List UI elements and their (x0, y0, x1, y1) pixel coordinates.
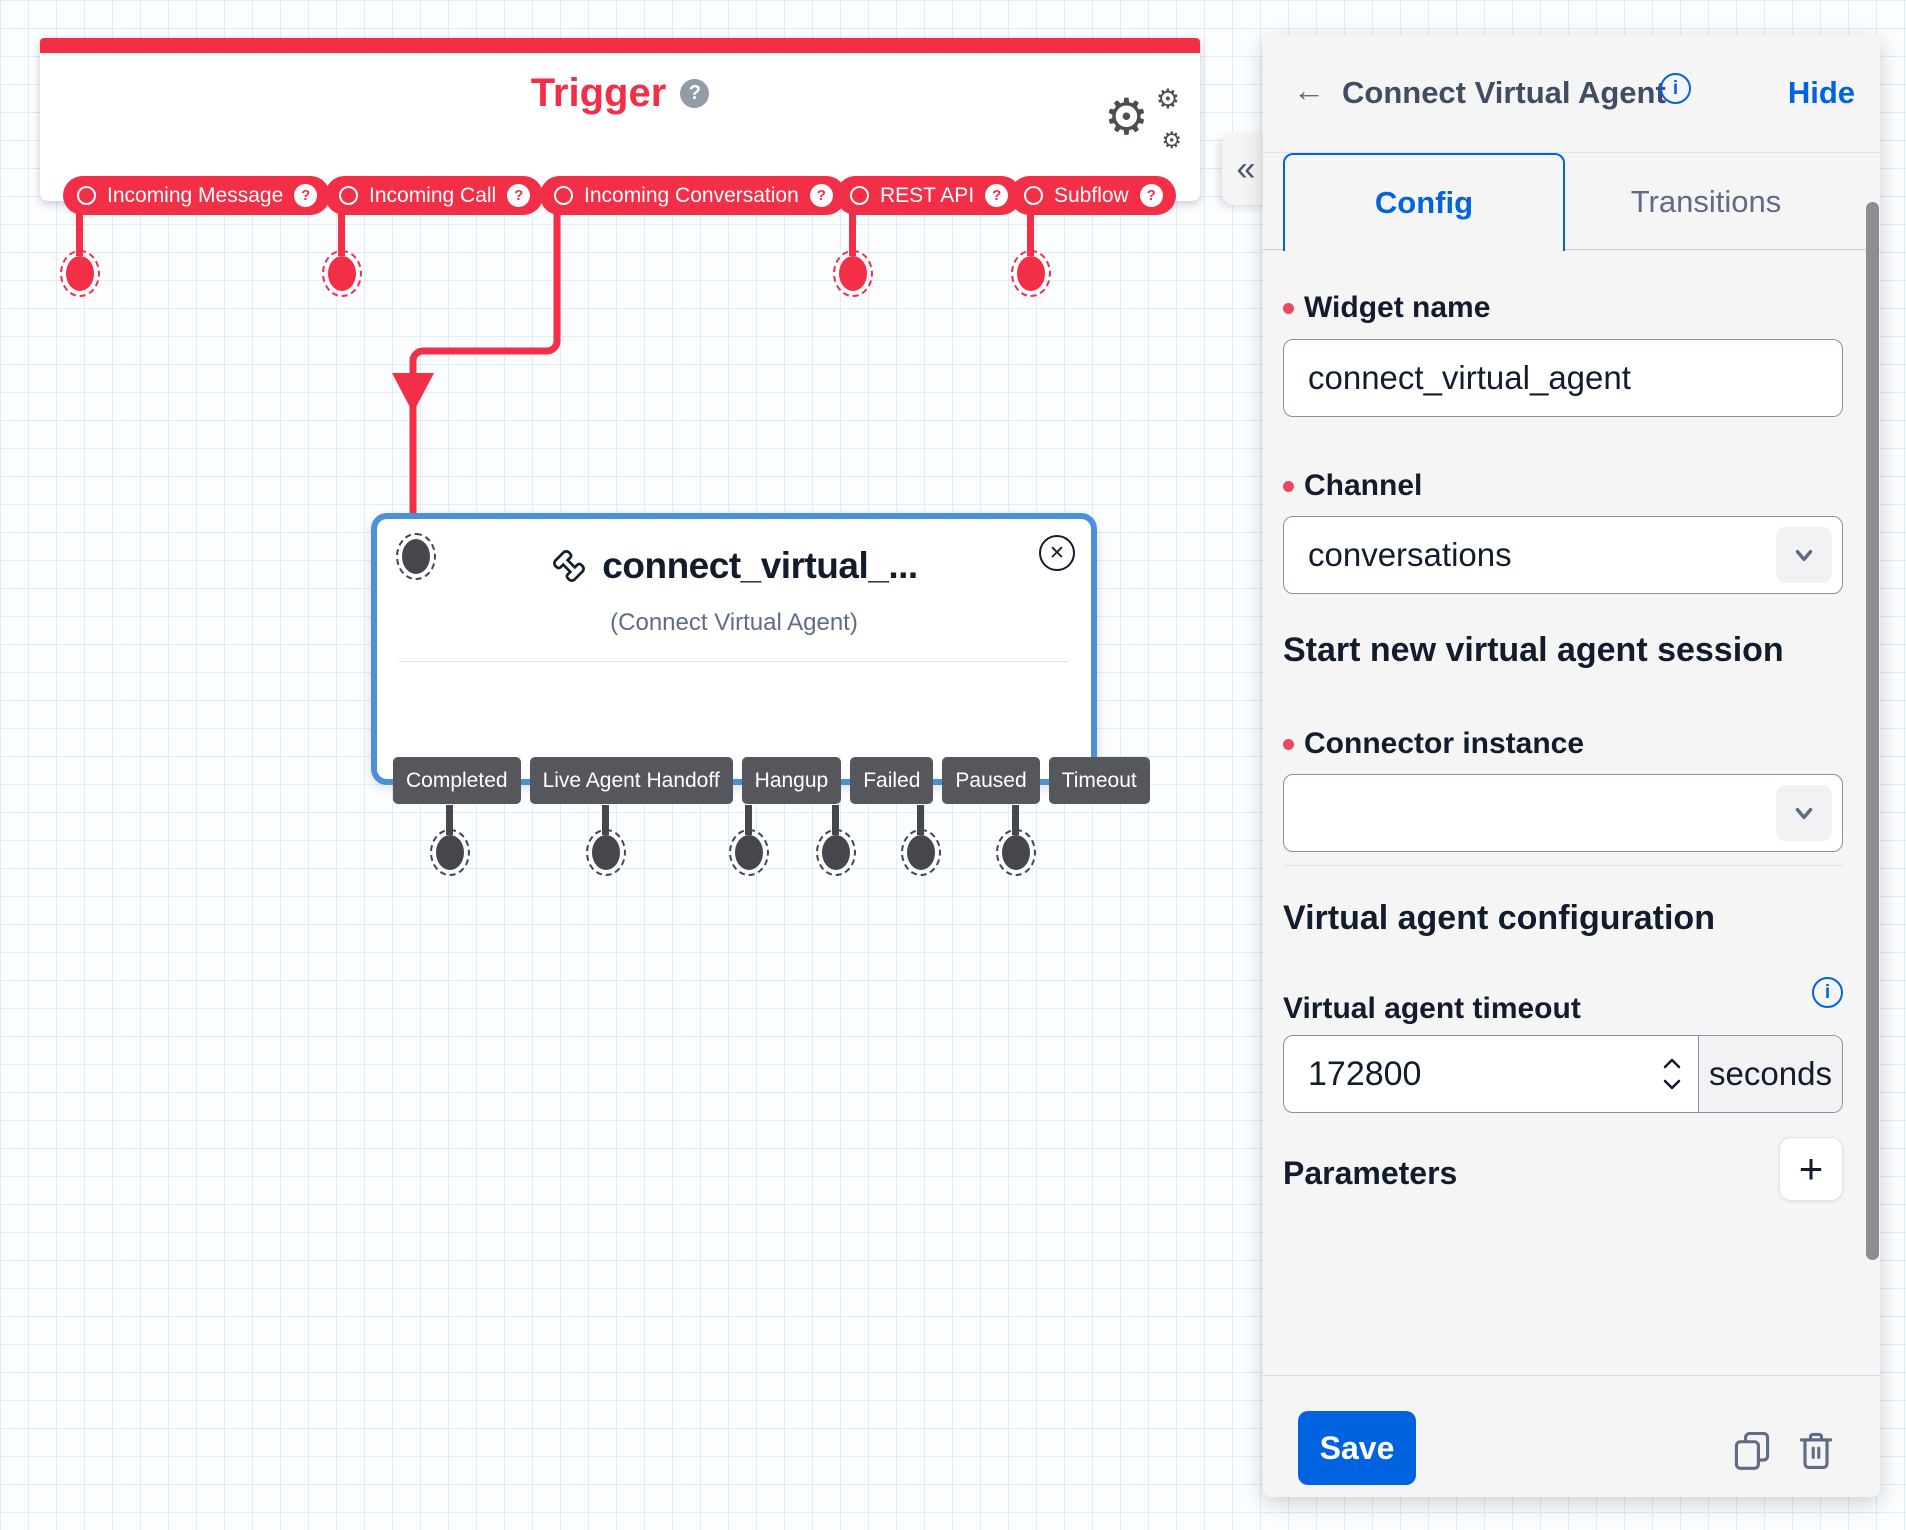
transition-tab-completed[interactable]: Completed (393, 757, 521, 804)
channel-select[interactable]: conversations (1283, 516, 1843, 594)
transition-connector-dot[interactable] (816, 829, 856, 876)
trigger-connector-dot[interactable] (833, 250, 873, 297)
va-config-heading: Virtual agent configuration (1283, 899, 1715, 937)
number-stepper (1662, 1057, 1698, 1091)
tab-transitions[interactable]: Transitions (1630, 183, 1782, 219)
add-parameter-button[interactable]: + (1779, 1137, 1843, 1201)
pill-label: Incoming Conversation (584, 183, 799, 207)
node-subtitle: (Connect Virtual Agent) (610, 609, 858, 636)
connector-instance-select[interactable] (1283, 774, 1843, 852)
copy-icon[interactable] (1730, 1427, 1774, 1473)
delete-icon[interactable] (1794, 1427, 1838, 1473)
trigger-pill-incoming-call[interactable]: Incoming Call ? (325, 176, 544, 215)
chevron-down-icon[interactable] (1776, 785, 1832, 841)
transition-stem (832, 805, 839, 835)
pill-label: Incoming Call (369, 183, 497, 207)
widget-name-label: Widget name (1283, 291, 1490, 325)
trigger-connector-dot[interactable] (322, 250, 362, 297)
config-panel: ← Connect Virtual Agent i Hide Config Tr… (1263, 35, 1880, 1497)
chevron-down-icon[interactable] (1776, 527, 1832, 583)
widget-name-field-wrap (1283, 339, 1843, 417)
required-dot (1283, 738, 1294, 750)
pill-ring-icon (1024, 186, 1043, 205)
trigger-pill-incoming-message[interactable]: Incoming Message ? (63, 176, 331, 215)
transition-stem (602, 805, 609, 835)
help-icon[interactable]: ? (507, 184, 531, 207)
info-icon[interactable]: i (1660, 73, 1691, 104)
tab-config[interactable]: Config (1283, 153, 1565, 251)
transition-stem (917, 805, 924, 835)
trigger-pill-rest-api[interactable]: REST API ? (836, 176, 1022, 215)
required-dot (1283, 480, 1294, 492)
transition-stem (1012, 805, 1019, 835)
transition-tab-paused[interactable]: Paused (942, 757, 1040, 804)
close-icon[interactable]: ✕ (1039, 535, 1075, 571)
trigger-title: Trigger (530, 71, 667, 115)
info-icon[interactable]: i (1812, 977, 1843, 1008)
connector-instance-label: Connector instance (1283, 727, 1584, 761)
transition-connector-dot[interactable] (586, 829, 626, 876)
node-input-dot[interactable] (396, 533, 436, 580)
pill-label: Incoming Message (107, 183, 284, 207)
transition-tab-hangup[interactable]: Hangup (741, 757, 842, 804)
channel-value: conversations (1308, 536, 1512, 573)
transition-tab-failed[interactable]: Failed (850, 757, 934, 804)
trigger-help-icon[interactable]: ? (680, 79, 710, 108)
trigger-connector-dot[interactable] (1011, 250, 1051, 297)
back-arrow-icon[interactable]: ← (1293, 72, 1325, 108)
channel-label: Channel (1283, 469, 1422, 503)
panel-header: ← Connect Virtual Agent i Hide (1263, 35, 1880, 153)
hide-button[interactable]: Hide (1787, 75, 1855, 110)
timeout-input[interactable] (1284, 1054, 1662, 1094)
node-divider (399, 661, 1069, 662)
transition-connector-dot[interactable] (430, 829, 470, 876)
pill-ring-icon (850, 186, 869, 205)
pill-label: Subflow (1054, 183, 1129, 207)
help-icon[interactable]: ? (985, 184, 1009, 207)
parameters-label: Parameters (1283, 1155, 1458, 1191)
required-dot (1283, 302, 1294, 314)
transition-connector-dot[interactable] (901, 829, 941, 876)
phone-icon (553, 550, 586, 582)
connect-virtual-agent-node[interactable]: ✕ connect_virtual_... (Connect Virtual A… (371, 513, 1150, 804)
transition-connector-dot[interactable] (996, 829, 1036, 876)
trigger-connector-dot[interactable] (60, 250, 100, 297)
session-heading: Start new virtual agent session (1283, 631, 1784, 669)
stepper-up-icon[interactable] (1662, 1057, 1682, 1069)
panel-collapse-button[interactable]: « (1222, 133, 1270, 205)
panel-tabstrip: Config Transitions (1263, 153, 1880, 251)
trigger-widget[interactable]: Trigger ? ⚙⚙⚙ Incoming Message ? Incomin… (40, 38, 1200, 215)
node-title: connect_virtual_... (602, 545, 918, 586)
timeout-unit: seconds (1698, 1036, 1842, 1112)
help-icon[interactable]: ? (809, 184, 833, 207)
transition-stem (446, 805, 453, 835)
help-icon[interactable]: ? (1139, 184, 1163, 207)
pill-ring-icon (77, 186, 96, 205)
pill-ring-icon (339, 186, 358, 205)
transition-tab-live-agent-handoff[interactable]: Live Agent Handoff (529, 757, 733, 804)
stepper-down-icon[interactable] (1662, 1079, 1682, 1091)
gear-icon[interactable]: ⚙⚙⚙ (1104, 84, 1182, 153)
section-divider (1283, 865, 1843, 866)
panel-title: Connect Virtual Agent (1342, 75, 1666, 110)
pill-label: REST API (880, 183, 975, 207)
transition-connector-dot[interactable] (729, 829, 769, 876)
timeout-label: Virtual agent timeout (1283, 992, 1581, 1025)
help-icon[interactable]: ? (294, 184, 318, 207)
pill-ring-icon (554, 186, 573, 205)
transition-tab-timeout[interactable]: Timeout (1048, 757, 1150, 804)
timeout-field-group: seconds (1283, 1035, 1843, 1113)
widget-name-input[interactable] (1284, 340, 1842, 416)
trigger-pill-incoming-conversation[interactable]: Incoming Conversation ? (540, 176, 846, 215)
panel-scrollbar[interactable] (1866, 202, 1879, 1260)
footer-divider (1263, 1375, 1880, 1376)
trigger-accent-bar (40, 38, 1200, 53)
trigger-pill-subflow[interactable]: Subflow ? (1010, 176, 1176, 215)
transition-stem (745, 805, 752, 835)
save-button[interactable]: Save (1298, 1411, 1416, 1485)
